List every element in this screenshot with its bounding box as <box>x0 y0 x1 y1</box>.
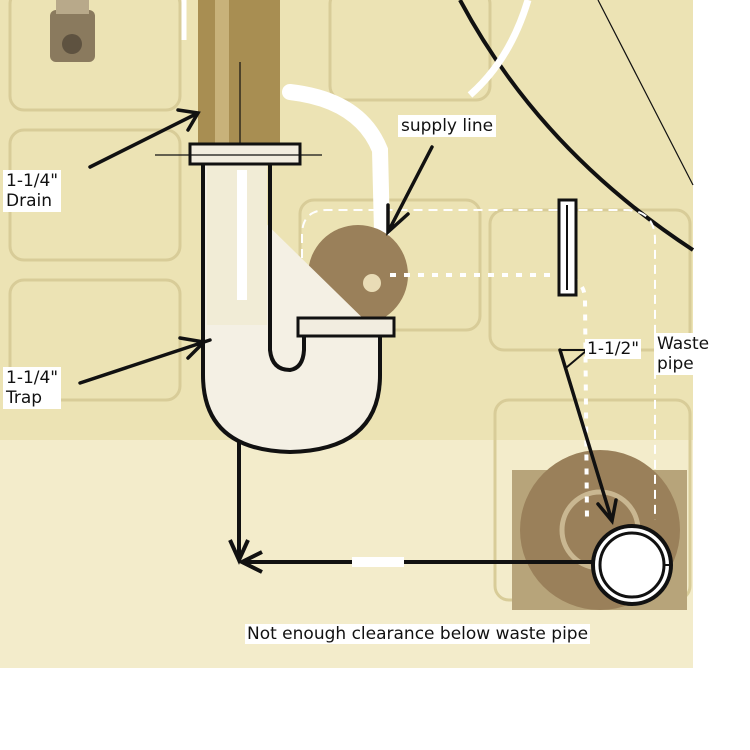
trap-inner <box>268 162 306 373</box>
waste-pipe-label-line1: Waste <box>657 334 710 354</box>
clearance-arrow-down <box>228 539 250 565</box>
drain-label: 1-1/4" Drain <box>3 170 62 212</box>
waste-arm-dashed-outline <box>301 209 656 520</box>
supply-tube <box>282 84 390 240</box>
callout-arrows <box>78 108 618 525</box>
hose-bib-fixture <box>50 0 95 62</box>
waste-size-tick-2 <box>566 350 587 368</box>
escutcheon-upper-hub <box>363 274 381 292</box>
drain-label-name: Drain <box>6 191 52 211</box>
drain-tailpiece <box>198 0 280 150</box>
p-trap <box>201 162 382 455</box>
white-hose <box>467 0 532 98</box>
clearance-caption: Not enough clearance below waste pipe <box>245 624 591 644</box>
waste-pipe-label: Waste pipe <box>654 333 713 375</box>
waste-size-label: 1-1/2" <box>585 339 642 359</box>
waste-size-arrow <box>558 348 618 525</box>
sink-edge-line <box>597 0 694 186</box>
supply-arrow <box>386 145 434 236</box>
drain-tailpiece-highlight <box>215 0 229 150</box>
white-margin-right <box>693 0 750 750</box>
trap-arrow <box>78 336 212 385</box>
drain-label-size: 1-1/4" <box>6 171 59 191</box>
waste-pipe-end-inner <box>598 531 666 599</box>
supply-line-label: supply line <box>398 115 497 137</box>
drain-arrow <box>88 108 201 169</box>
trap-outlet-slip-nut <box>296 316 396 338</box>
trap-label-size: 1-1/4" <box>6 368 59 388</box>
waste-pipe-label-line2: pipe <box>657 354 694 374</box>
white-margin-bottom <box>0 668 750 750</box>
trap-label-name: Trap <box>6 388 43 408</box>
clearance-white-mark <box>352 557 404 567</box>
clearance-arrow-left <box>237 550 263 574</box>
trap-top-slip-nut <box>188 142 302 166</box>
trap-label: 1-1/4" Trap <box>3 367 62 409</box>
sink-bowl-outline <box>458 0 695 252</box>
